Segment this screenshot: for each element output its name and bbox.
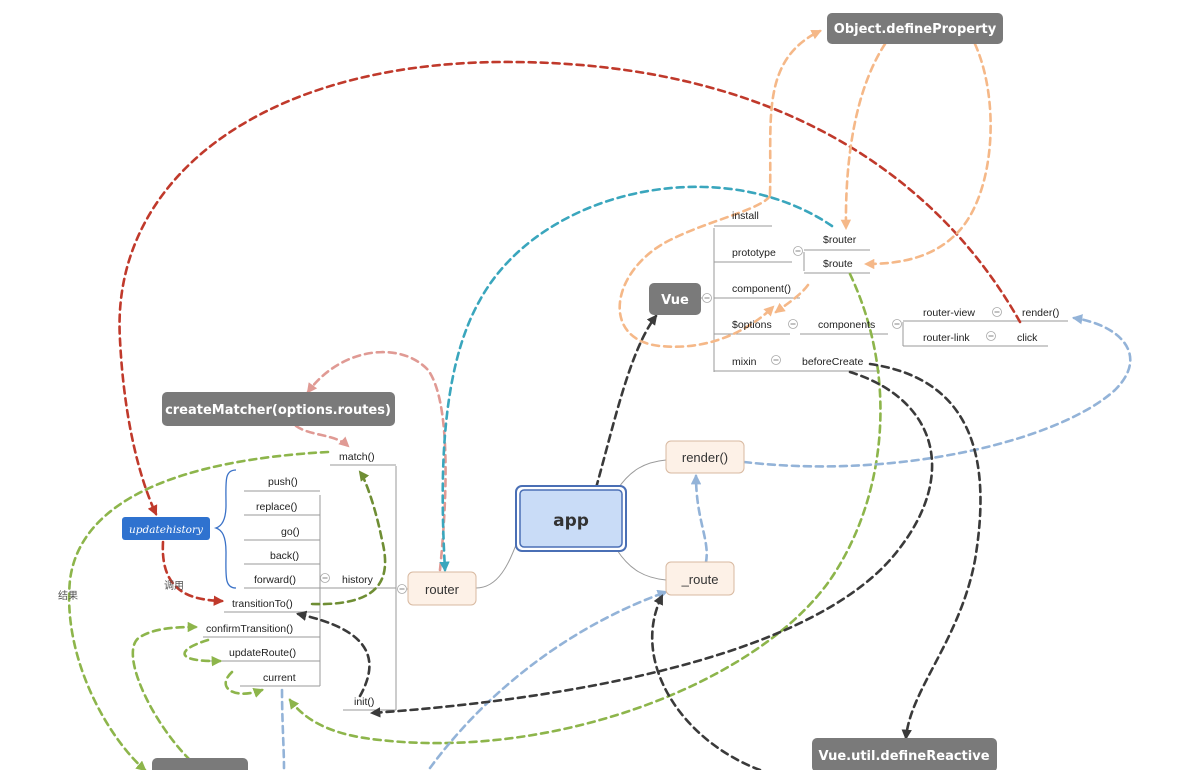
node-render-label: render()	[682, 450, 728, 465]
collapse-toggle-components[interactable]	[892, 319, 902, 329]
connector-update-history-to-transition	[161, 540, 225, 606]
router-history[interactable]: history	[342, 574, 374, 586]
connectors	[67, 29, 1132, 770]
node-update-history-label: updatehistory	[129, 524, 204, 536]
connector-before-create-to-init	[369, 370, 934, 718]
connector-confirm-to-update-route	[183, 638, 223, 667]
node-vue-label: Vue	[661, 293, 689, 308]
collapse-toggle-router[interactable]	[397, 584, 407, 594]
node-router-label: router	[425, 582, 460, 597]
connector-component-arrow-2	[774, 283, 810, 314]
collapse-toggle-router-view[interactable]	[992, 307, 1002, 317]
connector-loop-confirm-transition	[131, 621, 199, 762]
node-route[interactable]: _route	[665, 561, 735, 596]
connector-match-result	[67, 450, 330, 770]
router-init[interactable]: init()	[354, 696, 374, 708]
node-route-label: _route	[681, 572, 719, 587]
connector-bottom-to-route	[428, 589, 668, 770]
connector-bottom-black-to-route	[651, 594, 762, 770]
collapse-toggle-options[interactable]	[788, 319, 798, 329]
collapse-toggle-prototype[interactable]	[793, 246, 803, 256]
collapse-toggle-vue[interactable]	[702, 293, 712, 303]
history-replace[interactable]: replace()	[256, 501, 297, 513]
node-object-define-property[interactable]: Object.defineProperty	[827, 13, 1003, 44]
history-update-route[interactable]: updateRoute()	[229, 647, 296, 659]
node-create-matcher-label: createMatcher(options.routes)	[165, 403, 391, 418]
history-push[interactable]: push()	[268, 476, 298, 488]
vue-router-link[interactable]: router-link	[923, 332, 970, 344]
connector-before-create-to-define-reactive	[868, 362, 982, 741]
node-router[interactable]: router	[407, 571, 477, 606]
vue-router-link-click[interactable]: click	[1017, 332, 1038, 344]
note-call: 调用	[164, 580, 184, 592]
connector-install-to-component	[618, 194, 775, 349]
history-current[interactable]: current	[263, 672, 296, 684]
vue-components[interactable]: components	[818, 319, 875, 331]
connector-update-route-to-current	[224, 670, 264, 698]
router-match[interactable]: match()	[339, 451, 375, 463]
connector-component-to-define-property	[768, 29, 822, 196]
connector-create-matcher-to-match	[294, 424, 350, 448]
connector-transition-to-match	[310, 470, 387, 606]
collapse-toggle-router-link[interactable]	[986, 331, 996, 341]
history-confirm-transition[interactable]: confirmTransition()	[206, 623, 293, 635]
node-create-matcher[interactable]: createMatcher(options.routes)	[162, 392, 395, 426]
node-object-define-property-label: Object.defineProperty	[834, 22, 997, 37]
connector-route-to-render	[690, 473, 708, 564]
connector-router-prop-to-router	[439, 185, 834, 573]
connector-render-to-update-history	[118, 60, 1022, 516]
history-back[interactable]: back()	[270, 550, 299, 562]
connector-define-property-to-route-prop	[863, 42, 992, 270]
vue-component[interactable]: component()	[732, 283, 791, 295]
vue-mixin[interactable]: mixin	[732, 356, 757, 368]
vue-install[interactable]: install	[732, 210, 759, 222]
collapse-toggle-mixin[interactable]	[771, 355, 781, 365]
connector-render-to-router-view-render	[742, 314, 1132, 468]
vue-options[interactable]: $options	[732, 319, 772, 331]
node-render[interactable]: render()	[665, 440, 745, 474]
history-go[interactable]: go()	[281, 526, 300, 538]
note-result: 结果	[58, 589, 78, 602]
vue-before-create[interactable]: beforeCreate	[802, 356, 863, 368]
history-forward[interactable]: forward()	[254, 574, 296, 586]
vue-prototype[interactable]: prototype	[732, 247, 776, 259]
connector-define-property-to-router-prop	[840, 42, 887, 231]
node-vue-util-define-reactive[interactable]: Vue.util.defineReactive	[812, 738, 997, 770]
node-update-history[interactable]: updatehistory	[122, 517, 210, 540]
connector-init-to-transition	[295, 610, 371, 698]
node-bottom-left-partial[interactable]	[152, 758, 248, 770]
vue-router-prop[interactable]: $router	[823, 234, 857, 246]
vue-route-prop[interactable]: $route	[823, 258, 853, 270]
connector-current-down	[280, 688, 286, 770]
connector-route-prop-to-current	[288, 272, 882, 745]
node-app-label: app	[553, 511, 589, 531]
connector-app-to-vue	[594, 314, 658, 490]
node-vue[interactable]: Vue	[649, 283, 701, 315]
node-app[interactable]: app	[515, 485, 627, 552]
vue-router-view-render[interactable]: render()	[1022, 307, 1059, 319]
history-transition-to[interactable]: transitionTo()	[232, 598, 293, 610]
collapse-toggle-history[interactable]	[320, 573, 330, 583]
vue-router-view[interactable]: router-view	[923, 307, 975, 319]
node-vue-util-define-reactive-label: Vue.util.defineReactive	[818, 749, 989, 764]
connector-router-to-create-matcher	[306, 350, 447, 572]
